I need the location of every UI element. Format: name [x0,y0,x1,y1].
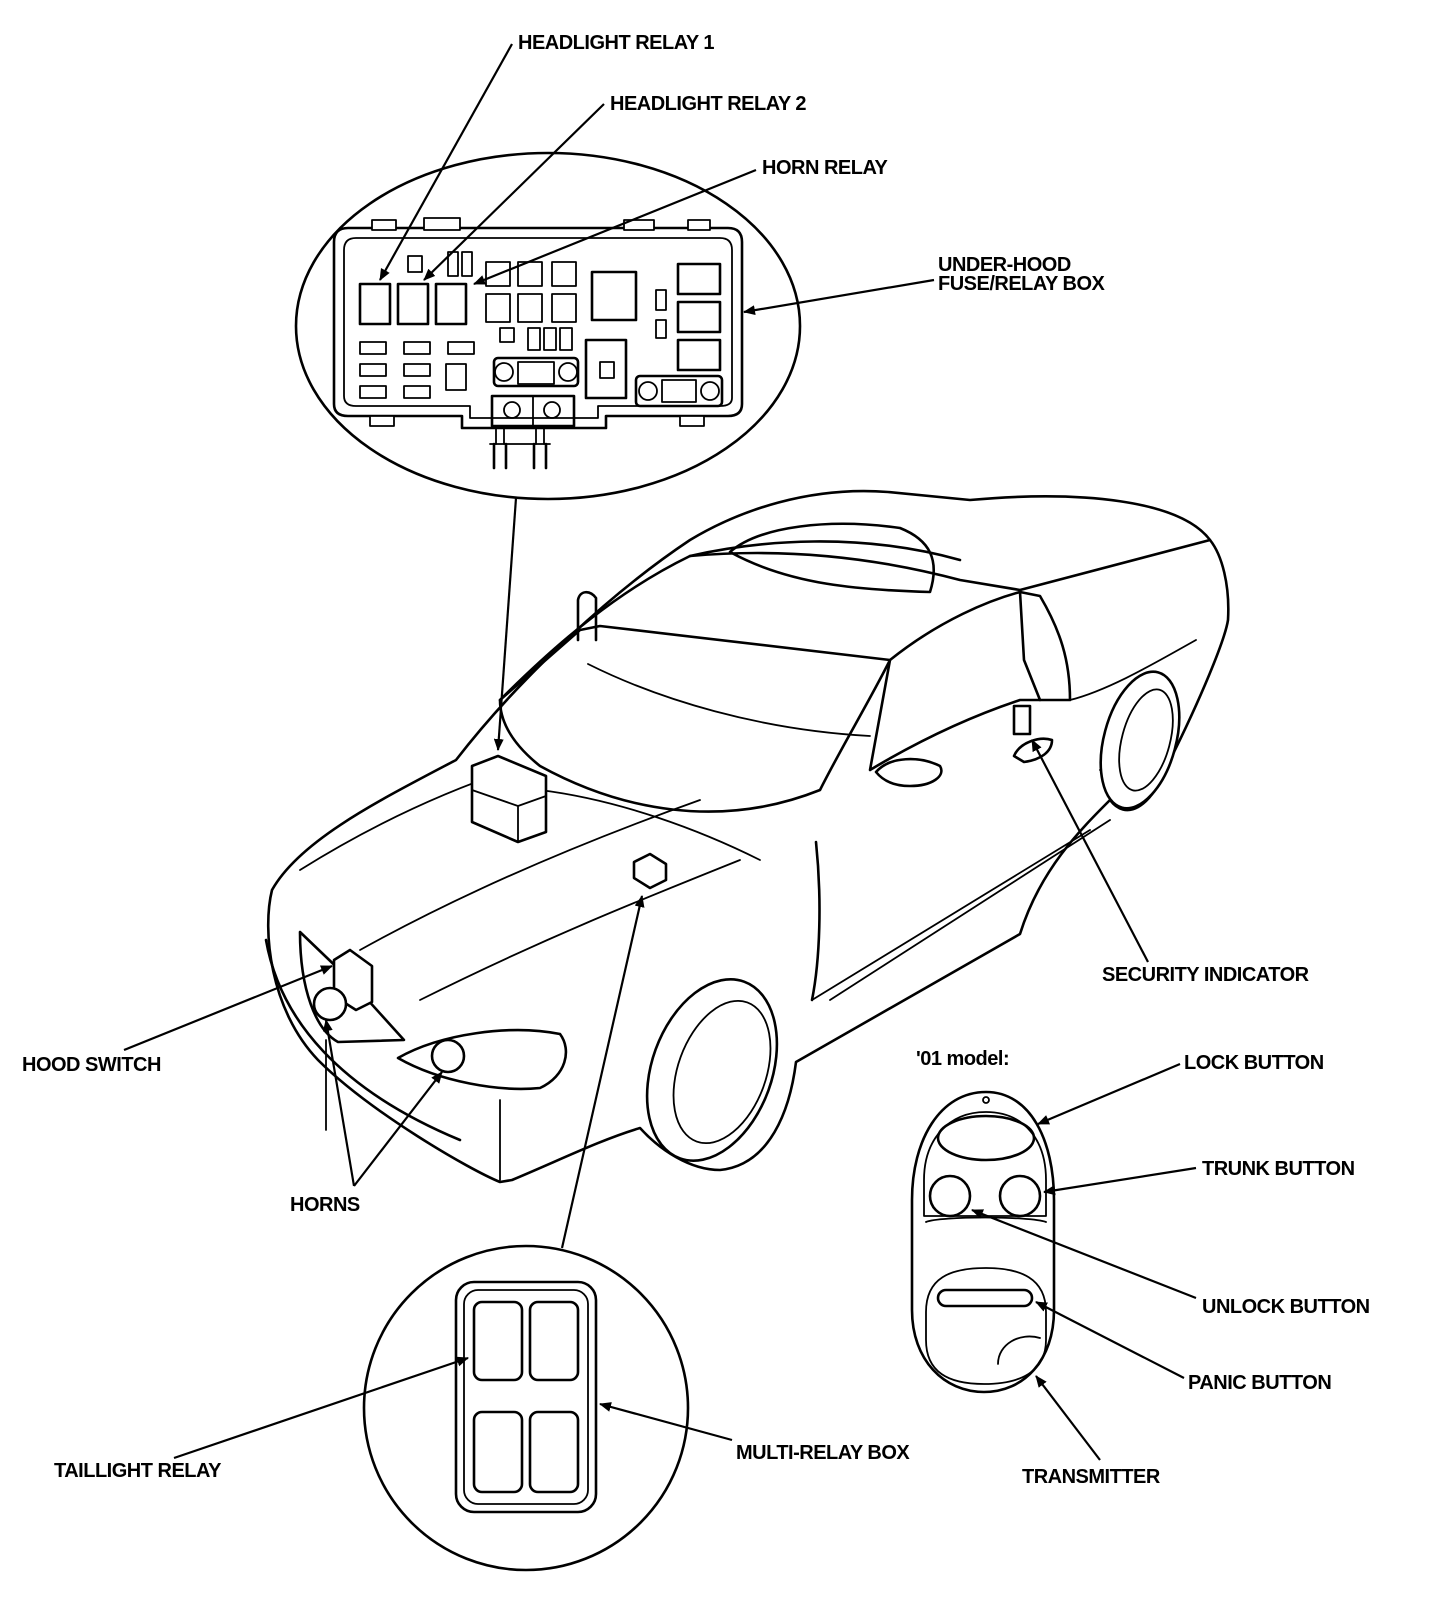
transmitter-body [910,1090,1056,1394]
label-lock-button: LOCK BUTTON [1184,1052,1324,1074]
transmitter-fob [910,1090,1056,1394]
label-horns: HORNS [290,1194,360,1216]
fuse-relay-box-detail [294,151,802,501]
lock-button-shape [936,1114,1036,1162]
label-multi-relay-box: MULTI-RELAY BOX [736,1442,910,1464]
security-indicator-body [1012,704,1032,736]
headlight-relay-2-body [396,282,430,326]
leader-lines [123,43,1197,1461]
leader-unlock-button [971,1208,1197,1300]
headlight-relay-1-body [358,282,392,326]
door-handle [1012,737,1054,764]
leader-horns-right [353,1071,443,1187]
label-headlight-relay-1: HEADLIGHT RELAY 1 [518,32,714,54]
label-headlight-relay-2: HEADLIGHT RELAY 2 [610,93,806,115]
label-taillight-relay: TAILLIGHT RELAY [54,1460,221,1482]
left-horn [312,986,348,1022]
leader-horns-left [322,1019,356,1187]
label-under-hood-line2: FUSE/RELAY BOX [938,273,1105,295]
trunk-button-shape [998,1174,1042,1218]
panic-button-shape [936,1288,1034,1308]
label-unlock-button: UNLOCK BUTTON [1202,1296,1370,1318]
leader-trunk-button [1043,1166,1197,1196]
leader-transmitter [1035,1375,1101,1461]
side-mirror [874,757,943,788]
leader-headlight-relay-2 [423,103,605,281]
label-panic-button: PANIC BUTTON [1188,1372,1332,1394]
leader-multi-relay-box [599,1402,733,1442]
front-wheel [645,978,779,1162]
leader-fuse-box-to-car [493,497,518,751]
label-trunk-button: TRUNK BUTTON [1202,1158,1355,1180]
taillight-relay-body [472,1300,524,1382]
unlock-button-shape [928,1174,972,1218]
label-under-hood-line1: UNDER-HOOD [938,254,1071,276]
leader-lock-button [1037,1062,1181,1126]
horn-relay-body [434,282,468,326]
label-hood-switch: HOOD SWITCH [22,1054,161,1076]
label-transmitter: TRANSMITTER [1022,1466,1160,1488]
label-horn-relay: HORN RELAY [762,157,888,179]
label-01-model: '01 model: [916,1048,1010,1070]
leader-panic-button [1035,1301,1185,1379]
leader-security-indicator [1031,739,1149,963]
right-horn [430,1038,466,1074]
leader-hood-switch [123,964,333,1052]
leader-under-hood-box [743,278,935,316]
leader-headlight-relay-1 [379,43,513,281]
leader-multi-relay-to-car [560,895,645,1249]
label-security-indicator: SECURITY INDICATOR [1102,964,1309,986]
car-outline [264,489,1230,1184]
multi-relay-box-detail [362,1244,690,1572]
under-hood-fuse-box-on-car [470,754,548,844]
multi-relay-box-on-car [632,852,668,890]
leader-taillight-relay [173,1356,469,1460]
leader-horn-relay [473,168,757,286]
windshield [498,624,892,813]
sunroof [728,522,935,594]
